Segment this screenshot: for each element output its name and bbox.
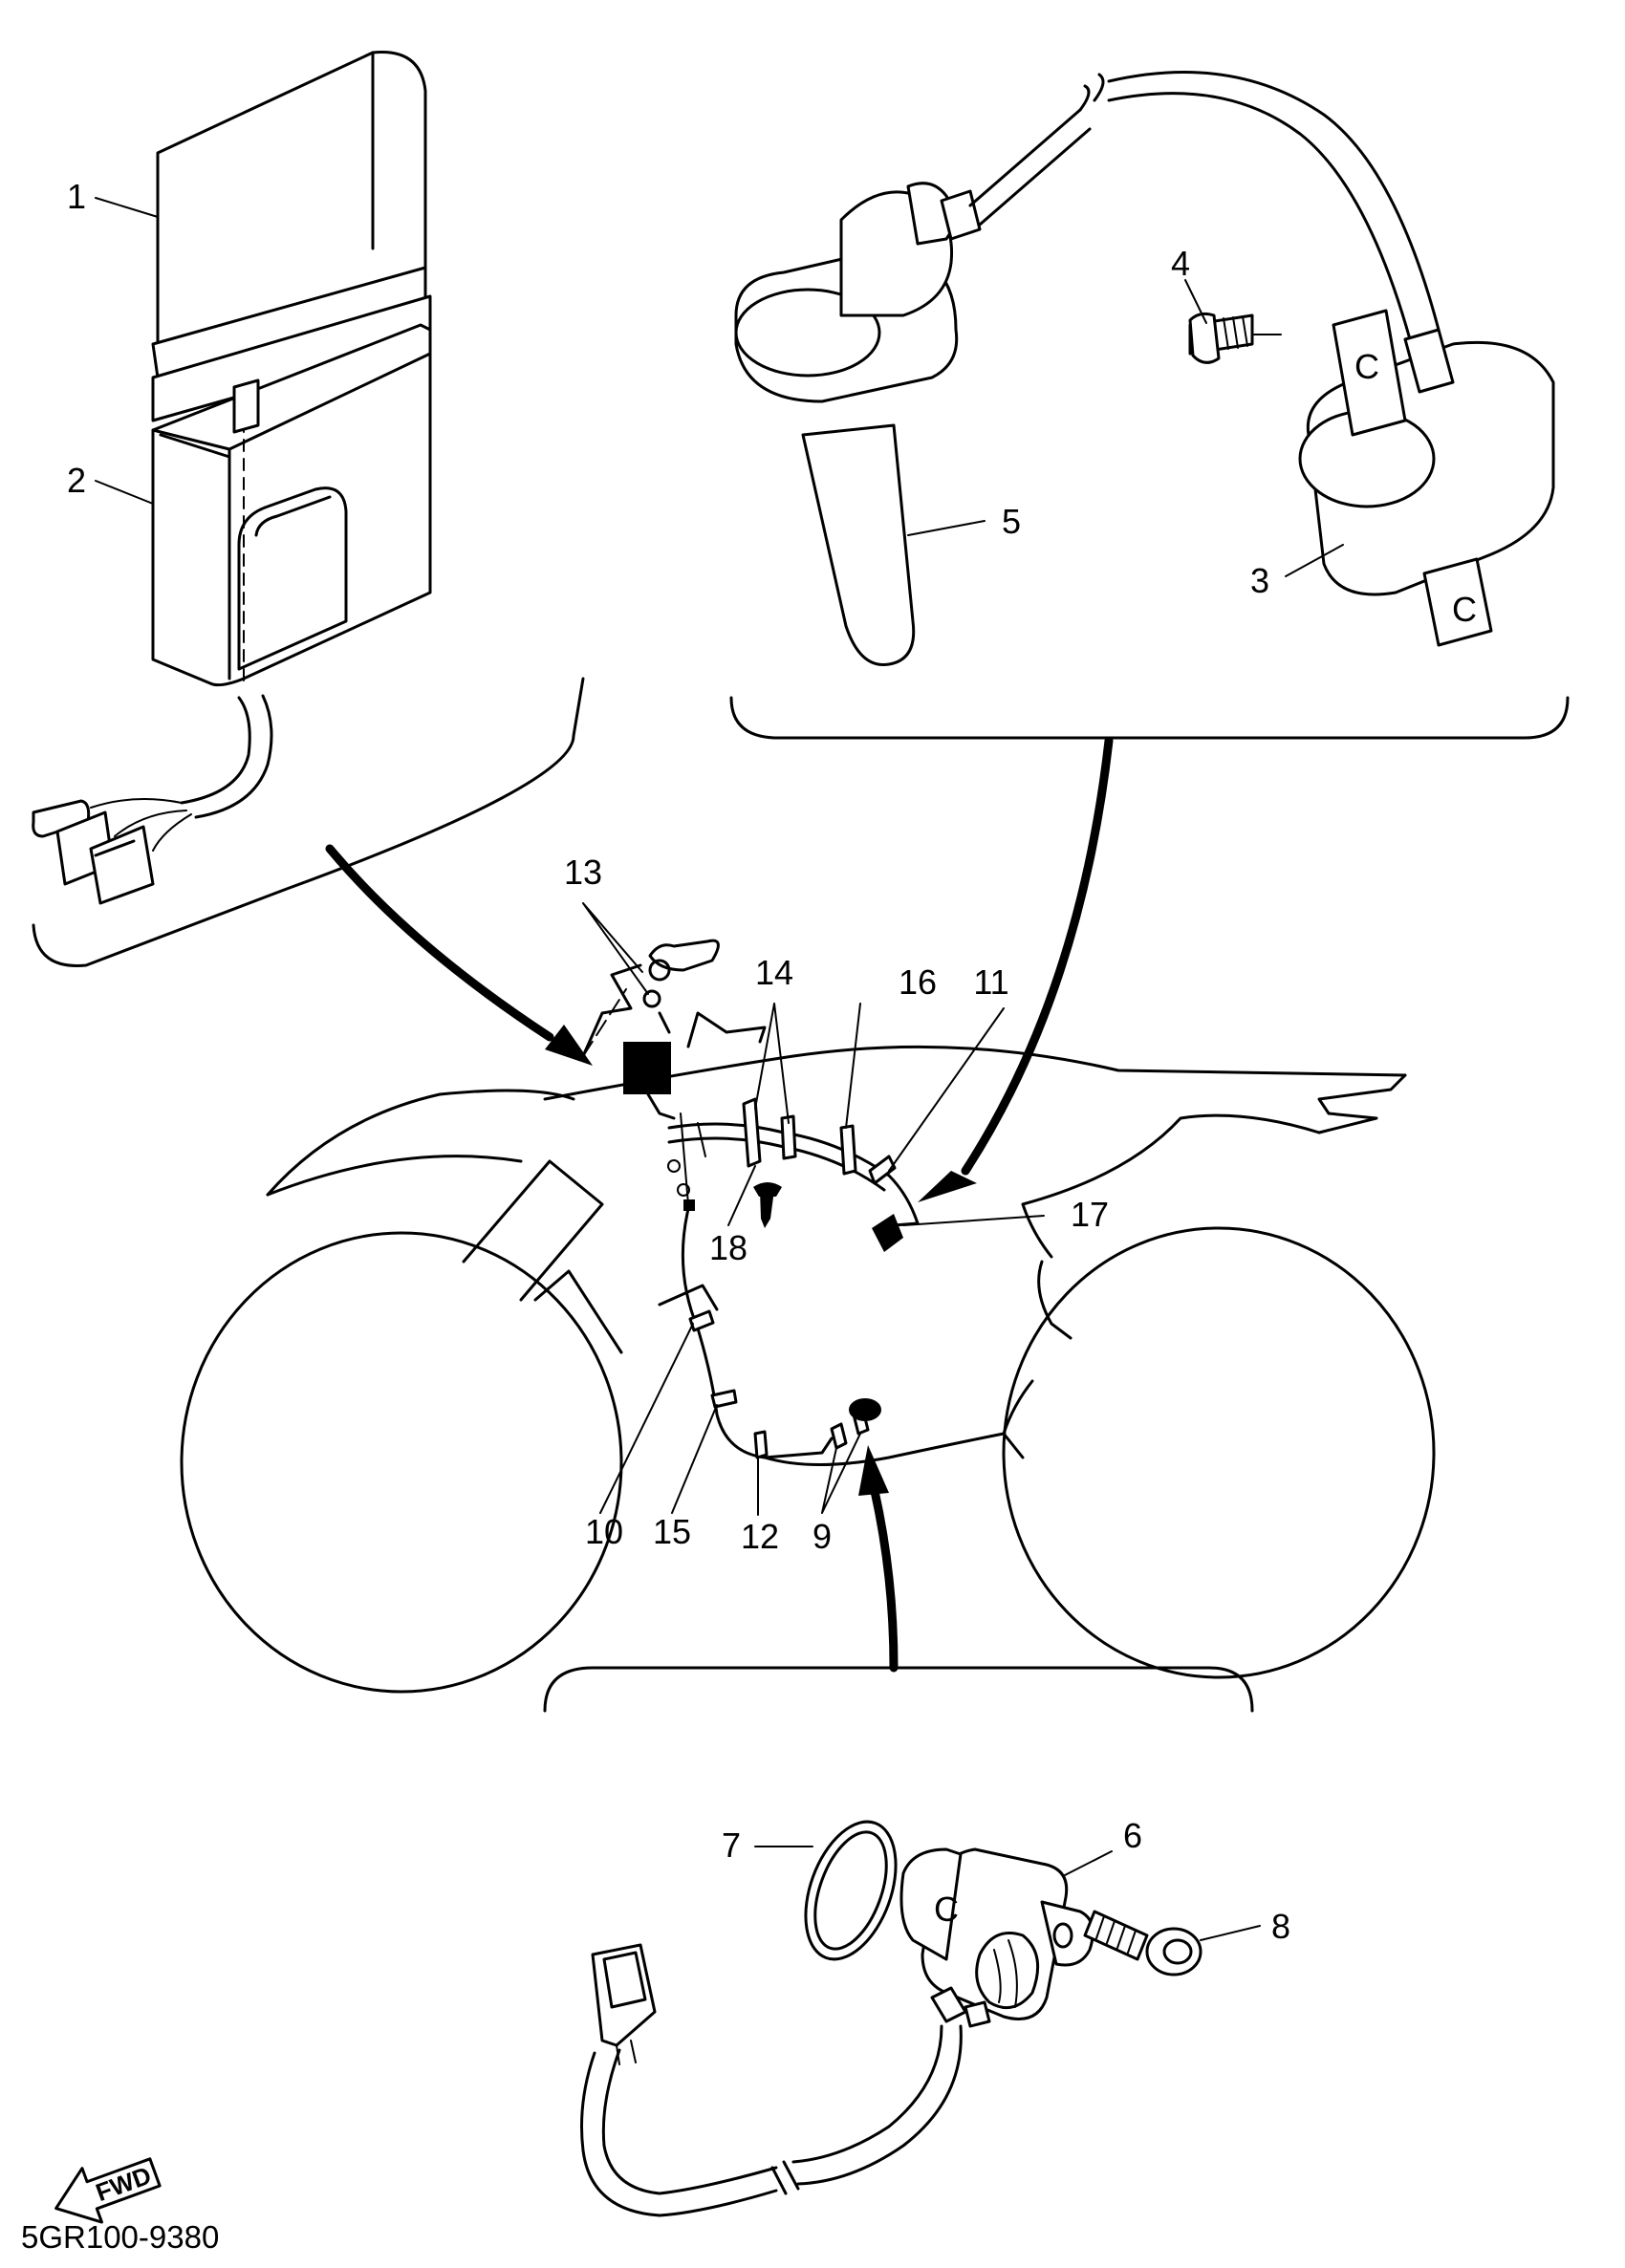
sensor-arrowhead [858,1445,889,1496]
callout-15: 15 [653,1512,691,1551]
throttle-sensor-assembly: C [543,1445,1254,2217]
motorcycle-outline [180,939,1436,1694]
harness-clip-18 [760,1190,774,1228]
callout-17: 17 [1071,1195,1109,1234]
coil-arrowhead [918,1171,977,1202]
cdi-unit-assembly [32,51,432,905]
harness-clamp-16 [839,1124,857,1176]
sensor-screw-part-8 [1083,1910,1149,1961]
front-wheel [180,1231,623,1694]
coil-location-arrow [961,736,1114,1176]
rear-wheel [1002,1226,1436,1679]
cdi-connector-c [89,825,155,905]
cdi-location-arrow [325,844,554,1042]
harness-band-10 [688,1309,715,1332]
harness-band-12 [753,1430,769,1459]
coil-lower-marking: C [1452,590,1477,629]
sensor-marking: C [934,1890,959,1929]
callout-10: 10 [585,1512,623,1551]
cdi-arrowhead [545,1025,593,1066]
main-harness [667,1122,920,1225]
callout-11: 11 [973,962,1008,1002]
harness-band-9a [830,1422,848,1450]
spark-plug-cap-part-5 [801,423,916,666]
callout-13: 13 [564,853,602,892]
callout-5: 5 [1002,502,1021,541]
coil-group-bracket [729,696,1570,740]
o-ring-part-7 [804,1820,898,1961]
callout-numbers: 1 2 3 4 5 6 7 8 9 10 11 12 13 14 15 16 1… [67,177,1290,1946]
wire-harness [667,1097,920,1459]
key-switch-part-13 [648,939,720,972]
callout-6: 6 [1123,1816,1142,1855]
cdi-group-bracket [32,677,585,967]
callout-3: 3 [1250,561,1269,600]
sensor-location-arrow [870,1486,899,1673]
callout-1: 1 [67,177,86,216]
harness-band-15 [710,1389,738,1409]
callout-7: 7 [722,1825,741,1865]
ignition-coil-assembly: C C [734,71,1555,666]
callout-14: 14 [755,953,793,992]
forward-direction-arrow: FWD [54,2157,162,2224]
coil-terminal-marking: C [1354,347,1379,386]
callout-12: 12 [741,1517,779,1556]
sensor-group-bracket [543,1666,1254,1713]
callout-18: 18 [709,1228,748,1267]
harness-clamp-14b [780,1114,797,1160]
harness-clamp-11 [868,1155,897,1185]
regulator-block [623,1042,671,1094]
harness-clamp-14a [742,1097,762,1168]
callout-8: 8 [1271,1907,1290,1946]
callout-9: 9 [812,1517,832,1556]
callout-16: 16 [899,962,937,1002]
callout-2: 2 [67,461,86,500]
diagram-reference-code: 5GR100-9380 [21,2219,219,2255]
harness-grommet [849,1398,881,1421]
callout-4: 4 [1171,244,1190,283]
connector-17 [872,1214,903,1252]
leader-lines [95,197,1344,1941]
